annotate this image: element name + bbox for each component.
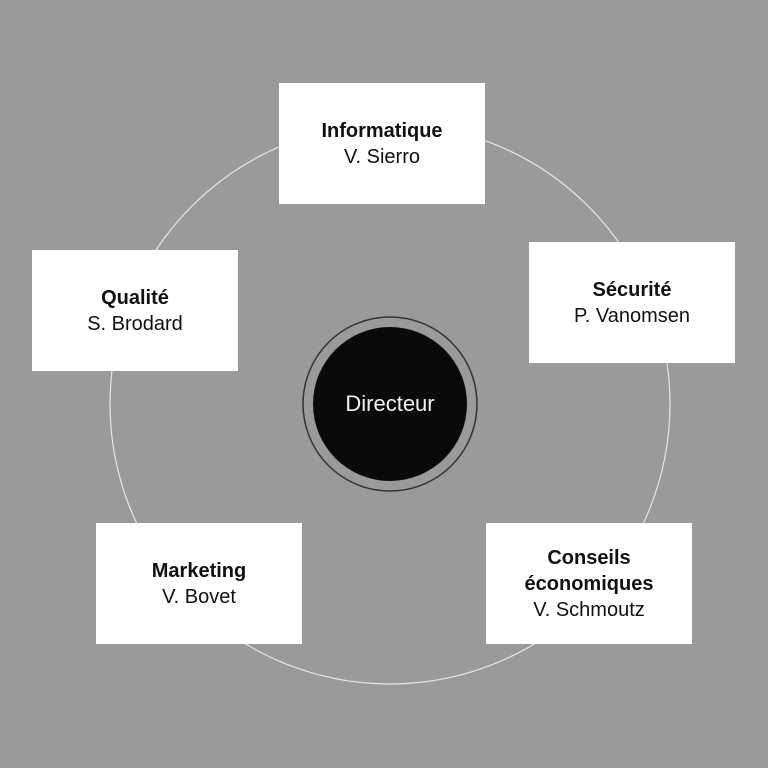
department-title: Qualité	[101, 286, 169, 309]
director-label: Directeur	[345, 391, 435, 416]
department-securite: Sécurité P. Vanomsen	[529, 242, 735, 363]
department-title: Conseils économiques	[524, 546, 654, 595]
center-ring	[302, 316, 478, 492]
department-head: P. Vanomsen	[573, 304, 690, 327]
department-informatique: Informatique V. Sierro	[279, 83, 485, 204]
department-marketing: Marketing V. Bovet	[96, 523, 302, 644]
department-title: Informatique	[321, 119, 443, 142]
department-head: S. Brodard	[87, 312, 183, 335]
department-title: Marketing	[151, 559, 247, 582]
department-head: V. Bovet	[162, 585, 236, 608]
department-conseils: Conseils économiques V. Schmoutz	[486, 523, 692, 644]
department-head: V. Sierro	[344, 145, 420, 168]
director-node: Directeur	[313, 327, 467, 481]
department-head: V. Schmoutz	[533, 598, 645, 621]
department-qualite: Qualité S. Brodard	[32, 250, 238, 371]
department-title: Sécurité	[592, 278, 672, 301]
